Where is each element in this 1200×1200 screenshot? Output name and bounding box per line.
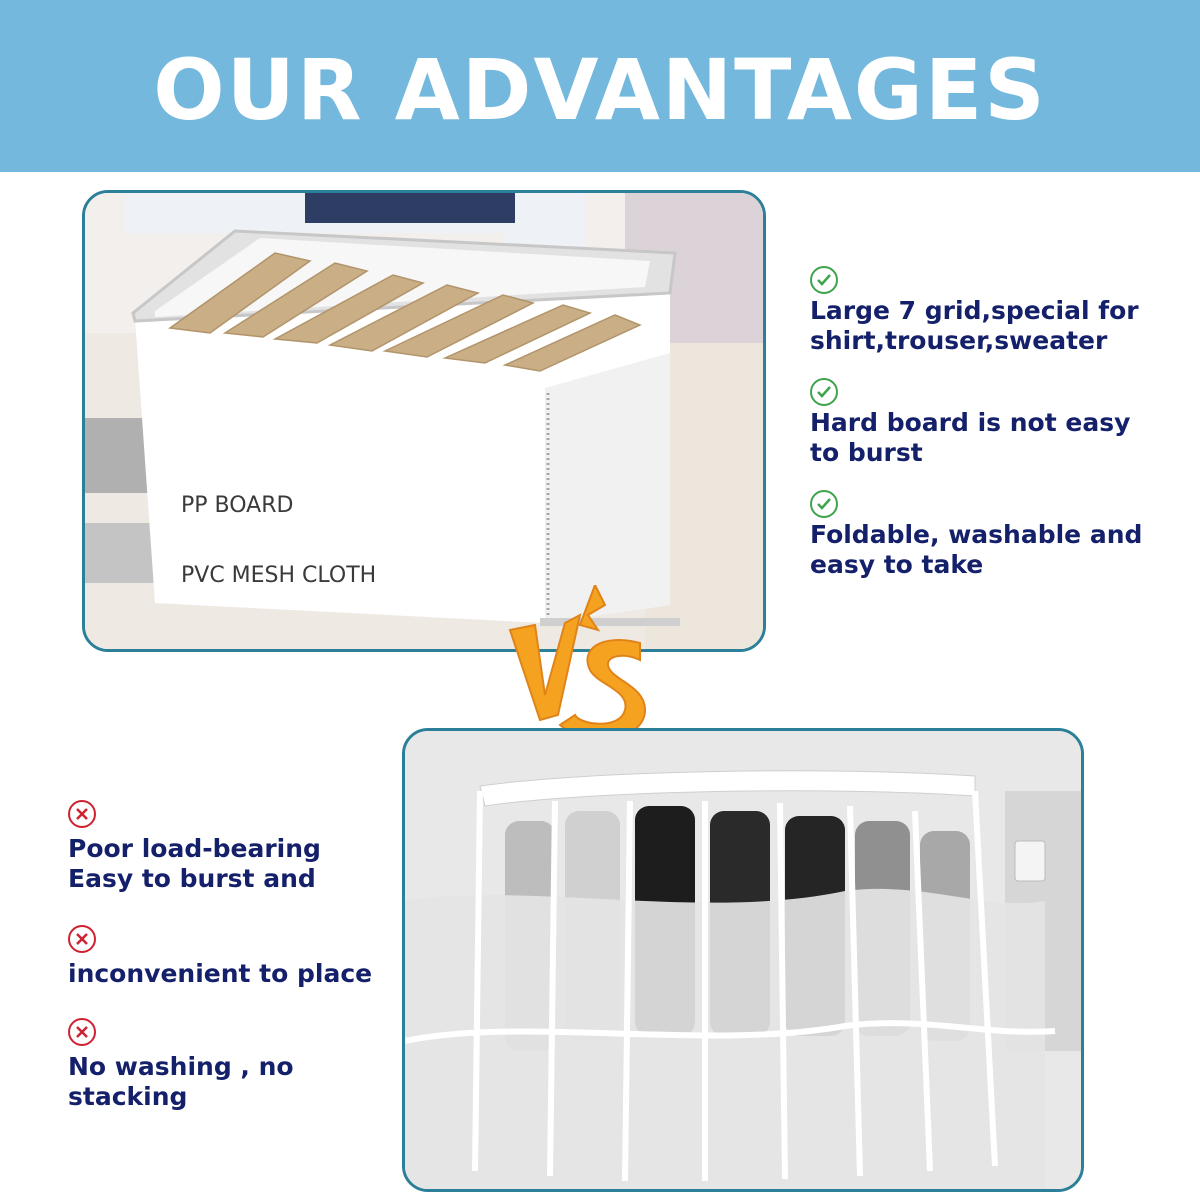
advantage-text: Hard board is not easy to burst xyxy=(810,408,1131,467)
header-banner: OUR ADVANTAGES xyxy=(0,0,1200,172)
advantage-text: Foldable, washable and easy to take xyxy=(810,520,1143,579)
cross-icon xyxy=(68,1018,96,1046)
advantage-text: Large 7 grid,special for shirt,trouser,s… xyxy=(810,296,1139,355)
pvc-mesh-cloth-label: PVC MESH CLOTH xyxy=(181,563,377,588)
mesh-organizer-illustration xyxy=(405,731,1081,1189)
cross-icon xyxy=(68,800,96,828)
disadvantage-text: Poor load-bearing Easy to burst and xyxy=(68,834,321,893)
check-icon xyxy=(810,378,838,406)
disadvantage-text: inconvenient to place xyxy=(68,959,373,988)
pp-board-label: PP BOARD xyxy=(181,493,294,518)
mesh-organizer-photo xyxy=(402,728,1084,1192)
pp-board-organizer-photo: PP BOARD PVC MESH CLOTH xyxy=(82,190,766,652)
check-icon xyxy=(810,490,838,518)
check-icon xyxy=(810,266,838,294)
cross-icon xyxy=(68,925,96,953)
pp-board-organizer-illustration xyxy=(85,193,763,649)
banner-title: OUR ADVANTAGES xyxy=(153,41,1047,139)
disadvantage-text: No washing , no stacking xyxy=(68,1052,294,1111)
